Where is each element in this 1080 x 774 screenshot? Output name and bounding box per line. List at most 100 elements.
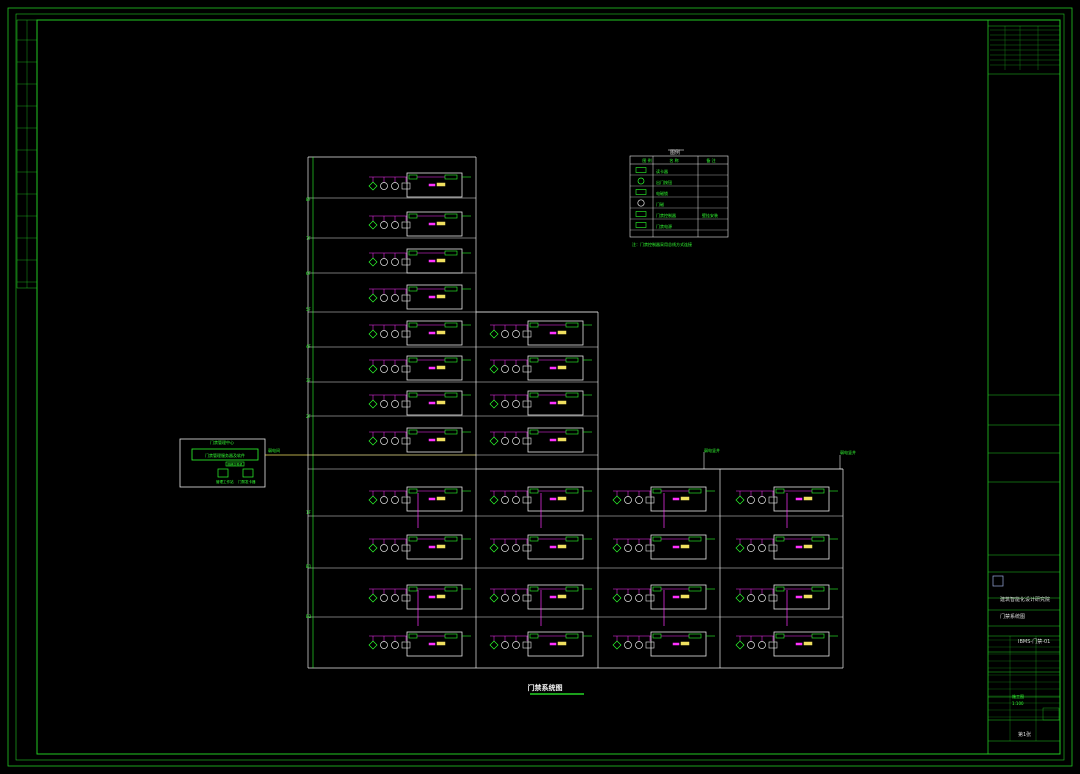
door-sensor-icon	[401, 182, 411, 190]
magnetic-lock-icon	[512, 594, 520, 602]
terminal	[436, 221, 446, 226]
exit-button-icon	[380, 182, 388, 190]
relay	[428, 401, 436, 405]
card-reader-icon	[368, 329, 378, 339]
relay	[672, 642, 680, 646]
legend-header-icon: 图 例	[642, 157, 651, 163]
door-sensor-icon	[522, 544, 532, 552]
card-reader-icon	[489, 364, 499, 374]
terminal	[557, 330, 567, 335]
magnetic-lock-icon	[391, 221, 399, 229]
card-reader-icon	[368, 181, 378, 191]
magnetic-lock-icon	[391, 594, 399, 602]
center-cabinet-label: 弱电间	[268, 447, 280, 453]
exit-button-icon	[501, 400, 509, 408]
controller-box	[527, 390, 584, 416]
card-reader-icon	[368, 220, 378, 230]
door-sensor-icon	[401, 258, 411, 266]
relay	[549, 331, 557, 335]
diagram-title: 门禁系统图	[528, 683, 563, 692]
signature-box	[1042, 707, 1060, 721]
control-center	[179, 438, 308, 488]
exit-button-icon	[501, 496, 509, 504]
door-unit	[735, 631, 838, 657]
card-reader-icon	[368, 593, 378, 603]
door-sensor-icon	[401, 641, 411, 649]
terminal	[436, 496, 446, 501]
floor-label: B2	[306, 614, 312, 619]
card-reader-icon	[735, 593, 745, 603]
door-sensor-icon	[401, 496, 411, 504]
door-unit	[368, 534, 471, 560]
card-reader-icon	[612, 543, 622, 553]
card-reader-icon	[368, 640, 378, 650]
magnetic-lock-icon	[512, 496, 520, 504]
door-unit	[489, 427, 592, 453]
door-unit	[368, 172, 471, 198]
legend-header-name: 名 称	[669, 157, 678, 163]
legend-header-remark: 备 注	[706, 157, 715, 163]
exit-button-icon	[380, 330, 388, 338]
door-sensor-icon	[522, 365, 532, 373]
exit-button-icon	[380, 594, 388, 602]
terminal	[557, 594, 567, 599]
terminal	[803, 641, 813, 646]
title-block-company: 建筑智能化设计研究院	[1000, 596, 1050, 603]
exit-button-icon	[380, 544, 388, 552]
door-sensor-icon	[401, 365, 411, 373]
relay	[795, 545, 803, 549]
relay	[549, 497, 557, 501]
door-unit	[489, 390, 592, 416]
terminal	[436, 294, 446, 299]
terminal	[680, 594, 690, 599]
terminal	[680, 544, 690, 549]
exit-button-icon	[501, 641, 509, 649]
magnetic-lock-icon	[391, 400, 399, 408]
door-sensor-icon	[768, 544, 778, 552]
magnetic-lock-icon	[512, 437, 520, 445]
exit-button-icon	[747, 641, 755, 649]
terminal	[803, 544, 813, 549]
relay	[428, 642, 436, 646]
door-unit	[735, 534, 838, 560]
exit-button-icon	[747, 544, 755, 552]
controller-box	[773, 486, 830, 512]
relay	[428, 222, 436, 226]
door-unit	[612, 631, 715, 657]
controller-box	[406, 211, 463, 237]
door-unit	[612, 534, 715, 560]
title-block-project: 门禁系统图	[1000, 613, 1025, 620]
controller-box	[406, 355, 463, 381]
door-unit	[735, 584, 838, 610]
relay	[549, 366, 557, 370]
door-sensor-icon	[768, 496, 778, 504]
controller-box	[406, 390, 463, 416]
exit-button-icon	[501, 437, 509, 445]
title-block	[988, 25, 1060, 742]
exit-button-icon	[501, 330, 509, 338]
card-reader-icon	[368, 436, 378, 446]
magnetic-lock-icon	[512, 641, 520, 649]
controller-icon	[635, 211, 647, 217]
door-unit	[368, 631, 471, 657]
title-block-sheet: 第1张	[1018, 731, 1031, 738]
door-unit	[368, 584, 471, 610]
workstation-label: 管理工作站	[216, 479, 234, 484]
controller-box	[773, 584, 830, 610]
door-unit	[489, 584, 592, 610]
controller-box	[406, 248, 463, 274]
floor-label: 4F	[306, 344, 312, 349]
magnetic-lock-icon	[635, 496, 643, 504]
title-block-stage: 施工图	[1012, 693, 1024, 699]
card-reader-icon	[735, 543, 745, 553]
relay	[428, 438, 436, 442]
terminal	[436, 330, 446, 335]
door-sensor-icon	[645, 496, 655, 504]
door-sensor-icon	[645, 594, 655, 602]
legend-table	[629, 149, 729, 238]
magnetic-lock-icon	[391, 258, 399, 266]
door-sensor-icon	[637, 199, 645, 207]
floor-label: 1F	[306, 510, 312, 515]
card-reader-icon	[612, 640, 622, 650]
door-unit	[368, 390, 471, 416]
